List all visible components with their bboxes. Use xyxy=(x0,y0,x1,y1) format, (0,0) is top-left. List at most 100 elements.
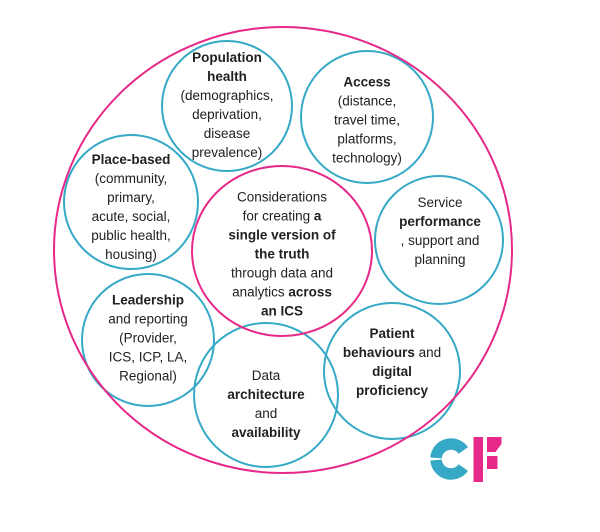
text-line: Considerations xyxy=(192,188,372,207)
text-segment: (Provider, xyxy=(119,330,177,346)
text-line: primary, xyxy=(51,188,211,207)
text-line: analytics across xyxy=(192,283,372,302)
cf-logo xyxy=(428,432,508,487)
bubble-place-based: Place-based (community, primary, acute, soc… xyxy=(51,150,211,264)
bubble-population-health: Population health (demographics, deprivatio… xyxy=(147,48,307,162)
text-segment: Population xyxy=(192,50,262,65)
text-line: health xyxy=(147,67,307,86)
text-line: platforms, xyxy=(287,130,447,149)
text-line: behaviours and xyxy=(312,343,472,362)
text-segment: through data and xyxy=(230,265,334,281)
text-line: , support and xyxy=(360,231,520,250)
text-line: an ICS xyxy=(192,302,372,321)
leadership-circle-outline xyxy=(81,273,215,407)
text-line: public health, xyxy=(51,226,211,245)
text-segment: architecture xyxy=(227,387,305,402)
text-segment: health xyxy=(207,69,247,84)
text-segment: across xyxy=(288,284,332,300)
text-line: Regional) xyxy=(68,367,228,386)
text-segment: (community, xyxy=(94,171,168,186)
text-line: Place-based xyxy=(51,150,211,169)
data-architecture-circle-outline xyxy=(193,322,339,468)
text-line: Patient xyxy=(312,324,472,343)
text-segment: planning xyxy=(414,252,466,267)
text-line: (demographics, xyxy=(147,86,307,105)
text-segment: for creating xyxy=(242,208,314,224)
text-segment: a xyxy=(313,208,322,224)
text-segment: ICS, ICP, LA, xyxy=(108,349,188,365)
text-segment: platforms, xyxy=(337,131,397,147)
text-segment: and xyxy=(414,345,442,360)
text-segment: Regional) xyxy=(119,368,177,384)
text-line: planning xyxy=(360,250,520,269)
text-line: (distance, xyxy=(287,92,447,111)
text-line: travel time, xyxy=(287,111,447,130)
text-segment: , support and xyxy=(400,233,480,248)
text-segment: digital xyxy=(372,364,412,379)
text-line: deprivation, xyxy=(147,105,307,124)
text-line: digital xyxy=(312,362,472,381)
text-segment: single version of xyxy=(228,227,336,243)
text-line: technology) xyxy=(287,149,447,168)
population-health-circle-outline xyxy=(161,40,293,172)
text-line: Leadership xyxy=(68,291,228,310)
text-line: single version of xyxy=(192,226,372,245)
outer-circle-outline xyxy=(53,26,513,474)
text-line: performance xyxy=(360,212,520,231)
text-segment: housing) xyxy=(105,247,157,262)
bubble-leadership: Leadership and reporting (Provider, ICS, IC… xyxy=(68,291,228,386)
text-segment: proficiency xyxy=(355,383,429,398)
text-line: disease xyxy=(147,124,307,143)
text-segment: (demographics, xyxy=(180,88,274,103)
text-line: acute, social, xyxy=(51,207,211,226)
text-segment: disease xyxy=(203,126,251,141)
center-circle-outline xyxy=(191,165,373,337)
text-line: architecture xyxy=(186,385,346,404)
bubble-service-performance: Service performance , support and planning xyxy=(360,193,520,269)
cf-logo-f-letter xyxy=(473,437,502,482)
text-line: and xyxy=(186,404,346,423)
text-segment: Patient xyxy=(369,326,415,341)
text-segment: Leadership xyxy=(111,292,185,308)
text-segment: performance xyxy=(399,214,481,229)
text-segment: primary, xyxy=(107,190,155,205)
text-segment: deprivation, xyxy=(192,107,262,122)
text-segment: (distance, xyxy=(337,93,397,109)
text-segment: Data xyxy=(251,368,281,383)
text-segment: Place-based xyxy=(91,152,171,167)
text-line: Population xyxy=(147,48,307,67)
text-line: ICS, ICP, LA, xyxy=(68,348,228,367)
text-line: prevalence) xyxy=(147,143,307,162)
text-segment: public health, xyxy=(91,228,171,243)
text-line: housing) xyxy=(51,245,211,264)
service-performance-circle-outline xyxy=(374,175,504,305)
text-line: Access xyxy=(287,73,447,92)
text-segment: and xyxy=(254,406,278,421)
text-line: (community, xyxy=(51,169,211,188)
text-segment: Considerations xyxy=(236,189,328,205)
text-segment: and reporting xyxy=(108,311,188,327)
text-line: and reporting xyxy=(68,310,228,329)
text-line: Data xyxy=(186,366,346,385)
text-segment: the truth xyxy=(254,246,310,262)
place-based-circle-outline xyxy=(63,134,199,270)
text-segment: an ICS xyxy=(260,303,303,319)
bubble-data-architecture: Data architecture and availability xyxy=(186,366,346,442)
text-line: through data and xyxy=(192,264,372,283)
text-segment: acute, social, xyxy=(91,209,171,224)
bubble-access: Access (distance, travel time,platforms, te… xyxy=(287,73,447,168)
patient-behaviours-circle-outline xyxy=(323,302,461,440)
text-segment: technology) xyxy=(332,150,402,166)
text-segment: behaviours xyxy=(342,345,415,360)
text-line: (Provider, xyxy=(68,329,228,348)
text-segment: prevalence) xyxy=(191,145,263,160)
text-segment: analytics xyxy=(232,284,289,300)
text-line: Service xyxy=(360,193,520,212)
text-line: availability xyxy=(186,423,346,442)
cf-logo-c-letter xyxy=(430,438,468,480)
text-line: for creating a xyxy=(192,207,372,226)
text-segment: Access xyxy=(343,74,391,90)
